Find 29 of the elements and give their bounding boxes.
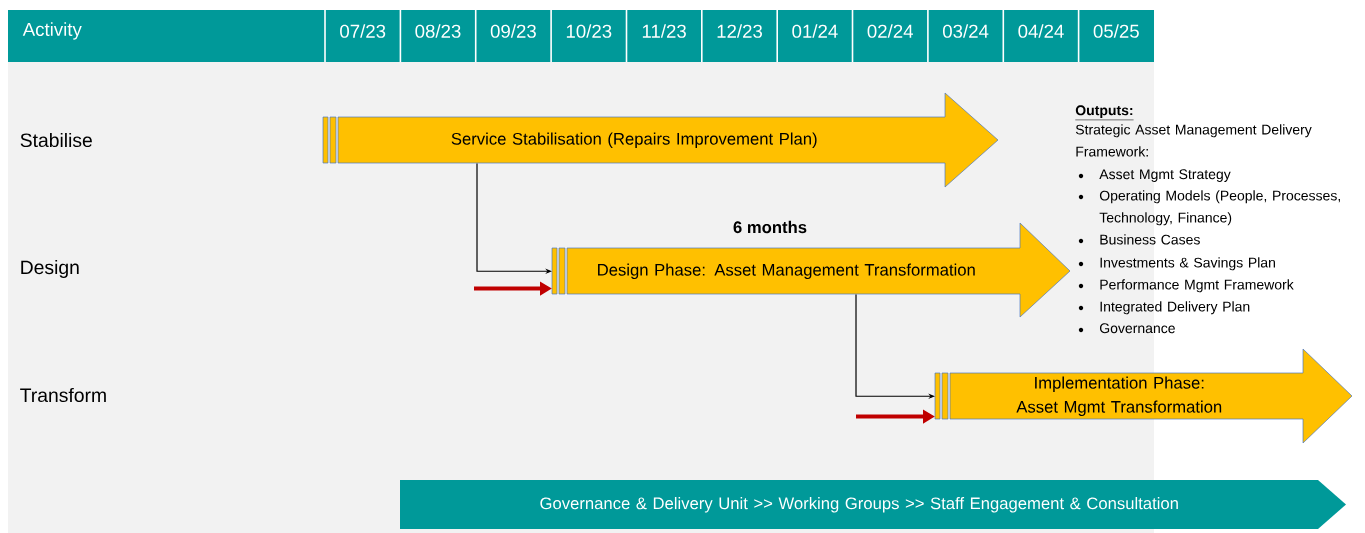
connector-arrow	[855, 293, 935, 399]
header-cell: 02/24	[852, 10, 928, 62]
outputs-heading: Outputs:	[1075, 105, 1134, 121]
phase-block: Implementation Phase: Asset Mgmt Transformation	[934, 348, 1353, 444]
output-item: Business Cases	[1100, 234, 1200, 245]
header-cell: 10/23	[551, 10, 627, 62]
output-item: Governance	[1100, 323, 1175, 334]
outputs-text: Strategic Asset Management Delivery Framework:	[1075, 124, 1312, 157]
output-item: Asset Mgmt Strategy	[1099, 169, 1231, 182]
header-cell: 05/25	[1078, 10, 1154, 62]
output-item: Performance Mgmt Framework	[1100, 279, 1294, 293]
connector-arrow	[476, 162, 552, 274]
header-cell: 03/24	[927, 10, 1004, 62]
output-item: Investments & Savings Plan	[1100, 257, 1275, 271]
row-label: Design	[21, 260, 79, 278]
banner-block: Governance & Delivery Unit >> Working Groups >> Staff Engagement & Consultation	[400, 480, 1346, 529]
duration-label: 6 months	[733, 220, 807, 234]
header-cell: 07/23	[325, 10, 401, 62]
phase-block: Service Stabilisation (Repairs Improvement Plan)	[322, 92, 999, 188]
row-label: Transform	[20, 387, 106, 403]
row-label: Stabilise	[20, 132, 92, 148]
header-cell: 01/24	[777, 10, 853, 62]
header-cell: 11/23	[626, 10, 702, 62]
header-cell: 12/23	[701, 10, 778, 62]
header-cell: 04/24	[1003, 10, 1079, 62]
header-cell: 08/23	[400, 10, 476, 62]
output-item: Integrated Delivery Plan	[1100, 301, 1250, 315]
output-item: Operating Models (People, Processes, Technology, Finance)	[1099, 190, 1340, 226]
header-cell: 09/23	[475, 10, 552, 62]
